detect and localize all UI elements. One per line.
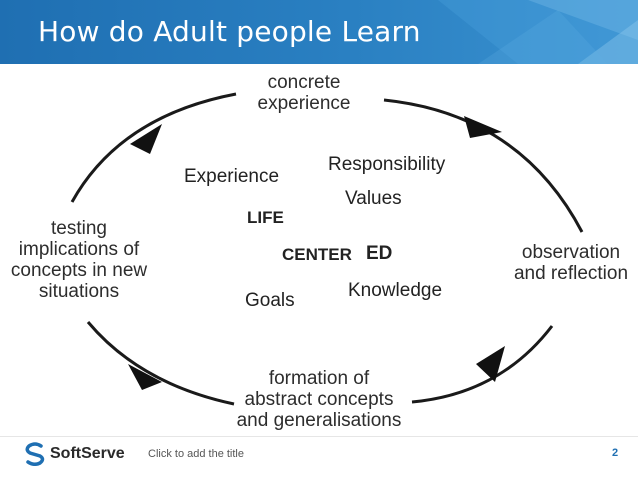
- learning-cycle-diagram: [70, 92, 584, 406]
- stage-testing-implications: testing implications of concepts in new …: [4, 218, 154, 302]
- stage-left-line1: testing: [51, 218, 107, 239]
- stage-abstract-concepts: formation of abstract concepts and gener…: [224, 368, 414, 431]
- arrow-top-left: [130, 124, 162, 154]
- arrow-top-right: [464, 116, 502, 138]
- arrow-bottom-left: [128, 364, 162, 390]
- arc-bottom-right: [411, 325, 554, 404]
- footer-title-placeholder[interactable]: Click to add the title: [148, 448, 244, 460]
- stage-left-line3: concepts in new: [10, 260, 148, 281]
- arc-bottom-left: [86, 321, 235, 406]
- footer-divider: [0, 436, 638, 437]
- header-decoration: [438, 0, 638, 64]
- word-values: Values: [345, 188, 402, 209]
- stage-top-line1: concrete: [267, 72, 341, 93]
- stage-bottom-line2: abstract concepts: [244, 389, 394, 410]
- softserve-logo-icon: [25, 442, 45, 466]
- word-goals: Goals: [245, 290, 295, 311]
- stage-bottom-line3: and generalisations: [236, 410, 402, 431]
- arrow-bottom-right: [476, 346, 505, 382]
- slide-header: How do Adult people Learn: [0, 0, 638, 64]
- stage-right-line2: and reflection: [513, 263, 629, 284]
- stage-left-line4: situations: [38, 281, 120, 302]
- page-number: 2: [612, 447, 619, 459]
- stage-top-line2: experience: [257, 93, 351, 114]
- word-experience: Experience: [184, 166, 280, 187]
- word-life: LIFE: [247, 208, 284, 227]
- brand-name: SoftServe: [50, 445, 125, 462]
- arc-top-left: [70, 92, 237, 203]
- word-ed: ED: [366, 243, 393, 264]
- word-center: CENTER: [282, 245, 352, 264]
- stage-bottom-line1: formation of: [268, 368, 370, 389]
- softserve-logo: SoftServe: [24, 442, 125, 466]
- stage-observation-reflection: observation and reflection: [506, 242, 636, 284]
- word-responsibility: Responsibility: [328, 154, 446, 175]
- stage-concrete-experience: concrete experience: [244, 72, 364, 114]
- arc-top-right: [383, 98, 584, 233]
- word-knowledge: Knowledge: [348, 280, 443, 301]
- stage-right-line1: observation: [521, 242, 621, 263]
- slide-title[interactable]: How do Adult people Learn: [38, 15, 421, 48]
- stage-left-line2: implications of: [18, 239, 140, 260]
